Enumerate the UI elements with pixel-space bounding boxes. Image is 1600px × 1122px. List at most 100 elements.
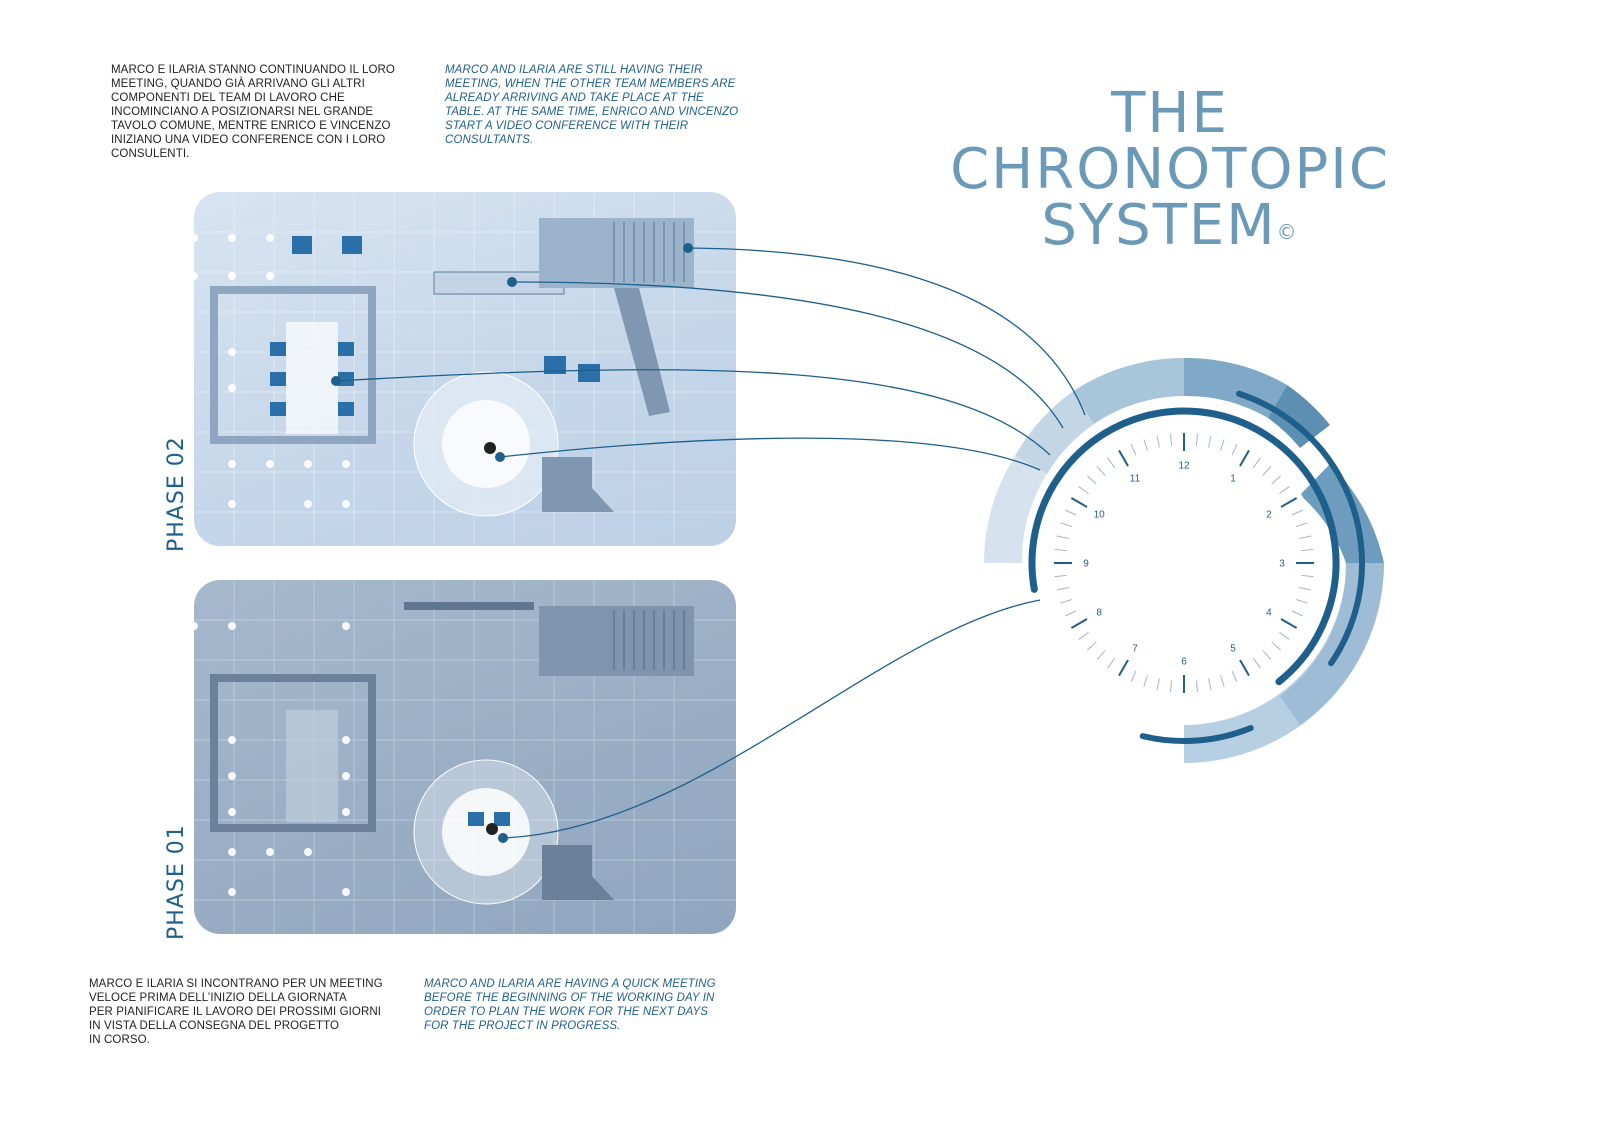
ring-segment-5 <box>1268 385 1330 448</box>
clock-hour-tick <box>1118 659 1129 677</box>
clock-minute-tick <box>1054 574 1067 578</box>
clock-minute-tick <box>1087 641 1097 651</box>
clock-hour-label: 1 <box>1230 474 1236 485</box>
floor-plan-phase-01 <box>194 580 736 934</box>
clock-minute-tick <box>1143 439 1149 451</box>
clock-minute-tick <box>1130 444 1137 456</box>
clock-minute-tick <box>1056 587 1069 591</box>
clock-hour-label: 9 <box>1083 559 1089 570</box>
clock-minute-tick <box>1060 598 1072 604</box>
connector-line-3 <box>335 369 1051 456</box>
clock-hour-tick <box>1070 497 1088 508</box>
connector-line-5 <box>502 599 1041 839</box>
connector-lines <box>335 247 1086 839</box>
clock-minute-tick <box>1056 535 1069 539</box>
clock-minute-tick <box>1060 522 1072 528</box>
title-line-2: CHRONOTOPIC <box>950 137 1390 202</box>
clock-minute-tick <box>1078 486 1089 495</box>
title-line-1: THE <box>1111 81 1229 146</box>
clock-hour-tick <box>1239 659 1250 677</box>
clock-minute-tick <box>1262 466 1272 476</box>
clock-hour-label: 8 <box>1096 608 1102 619</box>
clock-minute-tick <box>1231 670 1238 682</box>
clock-hour-label: 11 <box>1130 474 1141 485</box>
clock-hour-label: 2 <box>1266 510 1272 521</box>
caption-phase2-english: MARCO AND ILARIA ARE STILL HAVING THEIR … <box>445 64 739 146</box>
clock-hour-tick <box>1280 497 1298 508</box>
clock-minute-tick <box>1219 439 1225 451</box>
clock-minute-tick <box>1279 486 1290 495</box>
clock-hour-label: 4 <box>1266 608 1272 619</box>
caption-phase2-italian: MARCO E ILARIA STANNO CONTINUANDO IL LOR… <box>111 64 395 160</box>
clock-minute-tick <box>1301 548 1314 552</box>
storage-block <box>542 845 614 900</box>
clock-ticks <box>1054 433 1314 693</box>
clock-minute-tick <box>1296 522 1308 528</box>
video-conference-area <box>539 606 694 676</box>
clock-minute-tick <box>1143 675 1149 687</box>
connector-line-4 <box>499 437 1041 471</box>
clock-minute-tick <box>1262 650 1272 660</box>
clock-minute-tick <box>1252 658 1261 669</box>
clock-minute-tick <box>1271 475 1281 485</box>
clock-hour-label: 10 <box>1094 510 1106 521</box>
partition-wall <box>614 288 670 416</box>
shared-table <box>404 602 534 610</box>
clock-minute-tick <box>1169 680 1173 693</box>
connector-line-1 <box>687 247 1086 416</box>
ring-segment-4 <box>984 456 1047 563</box>
clock-face <box>1048 427 1320 699</box>
clock-minute-tick <box>1279 631 1290 640</box>
clock-minute-tick <box>1219 675 1225 687</box>
copyright-mark: © <box>1276 220 1299 244</box>
clock-hour-label: 12 <box>1178 461 1190 472</box>
clock-minute-tick <box>1169 433 1173 446</box>
meeting-room <box>210 286 376 444</box>
clock-minute-tick <box>1107 658 1116 669</box>
clock-minute-tick <box>1271 641 1281 651</box>
clock-hour-label: 7 <box>1132 643 1138 654</box>
title-line-3: SYSTEM© <box>930 198 1410 254</box>
clock-minute-tick <box>1195 433 1199 446</box>
page-title: THE CHRONOTOPIC SYSTEM© <box>930 86 1410 254</box>
clock-minute-tick <box>1065 509 1077 516</box>
clock-minute-tick <box>1301 574 1314 578</box>
clock-minute-tick <box>1156 678 1160 691</box>
floor-plan-phase-02-drawing <box>194 192 736 546</box>
outer-arc-dark <box>1028 407 1340 719</box>
ring-segment-3 <box>1015 392 1094 474</box>
clock-minute-tick <box>1291 509 1303 516</box>
clock-hour-tick <box>1280 618 1298 629</box>
clock-hour-label: 3 <box>1279 559 1285 570</box>
clock-hour-tick <box>1239 449 1250 467</box>
clock-minute-tick <box>1130 670 1137 682</box>
clock-minute-tick <box>1252 457 1261 468</box>
meeting-room <box>210 674 376 832</box>
caption-phase1-italian: MARCO E ILARIA SI INCONTRANO PER UN MEET… <box>89 978 383 1046</box>
ring-segment-2 <box>1072 357 1184 424</box>
clock-minute-tick <box>1208 435 1212 448</box>
clock-minute-tick <box>1208 678 1212 691</box>
clock-minute-tick <box>1078 631 1089 640</box>
title-line-3-text: SYSTEM <box>1041 193 1277 258</box>
clock-minute-tick <box>1054 548 1067 552</box>
clock-minute-tick <box>1107 457 1116 468</box>
outer-arc-right <box>1003 382 1365 745</box>
clock-minute-tick <box>1096 466 1106 476</box>
clock-minute-tick <box>1087 475 1097 485</box>
round-pod-inner <box>442 788 530 876</box>
clock-minute-tick <box>1096 650 1106 660</box>
clock-minute-tick <box>1296 598 1308 604</box>
clock-hour-label: 6 <box>1181 657 1187 668</box>
connector-endpoints <box>331 243 693 843</box>
meeting-table <box>286 322 338 434</box>
storage-block <box>542 457 614 512</box>
clock-minute-tick <box>1195 680 1199 693</box>
connector-line-2 <box>511 281 1064 429</box>
floor-plan-phase-02 <box>194 192 736 546</box>
outer-arc-lower <box>1003 382 1365 744</box>
clock-hour-tick <box>1118 449 1129 467</box>
clock-minute-tick <box>1231 444 1238 456</box>
clock-hour-tick <box>1070 618 1088 629</box>
